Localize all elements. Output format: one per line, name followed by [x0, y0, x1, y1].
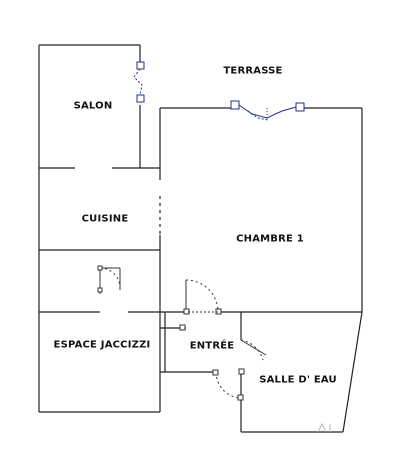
room-label-salon: SALON: [73, 100, 113, 112]
door-swings: [97, 265, 267, 401]
room-label-chambre: CHAMBRE 1: [236, 233, 304, 245]
room-label-espace-jacuzzi: ESPACE JACCIZZI: [53, 339, 151, 351]
walls: [38, 44, 363, 433]
room-label-terrasse: TERRASSE: [223, 65, 283, 77]
watermark-mark: [317, 422, 331, 433]
room-label-salle-eau: SALLE D' EAU: [259, 374, 337, 386]
room-label-entree: ENTRÉE: [189, 340, 235, 352]
salon-window: [133, 61, 145, 103]
terrace-window: [230, 100, 305, 121]
room-label-cuisine: CUISINE: [81, 213, 129, 225]
wall-sde-right: [342, 311, 363, 433]
